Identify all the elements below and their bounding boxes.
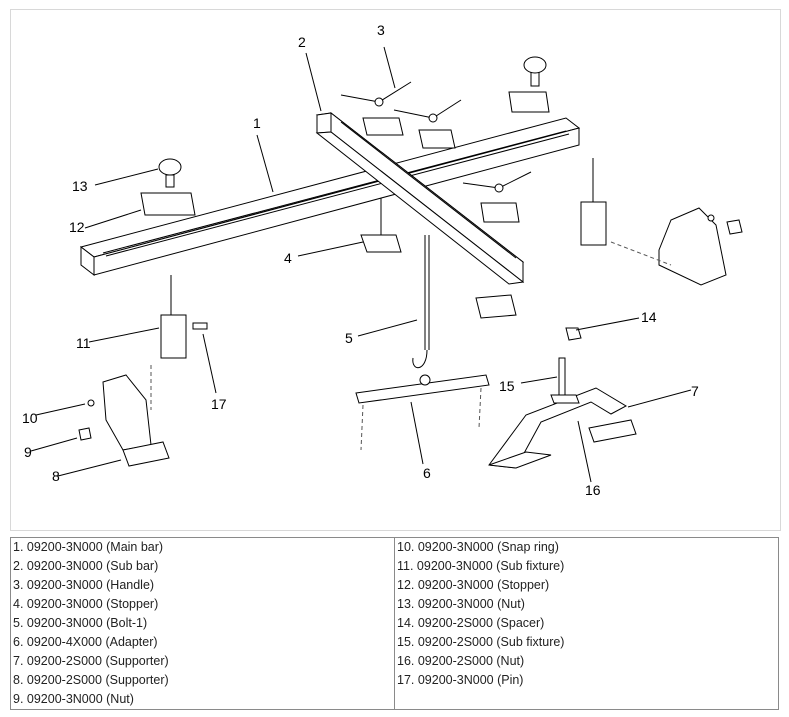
- part-item: 8. 09200-2S000 (Supporter): [13, 673, 169, 687]
- part-item: 17. 09200-3N000 (Pin): [397, 673, 524, 687]
- exploded-parts-diagram: 1 2 3 4 5 6 7 8 9 10 11 17 12 13 14 15 1…: [10, 9, 781, 531]
- part-item: 4. 09200-3N000 (Stopper): [13, 597, 159, 611]
- part-item: 2. 09200-3N000 (Sub bar): [13, 559, 159, 573]
- part-item: 1. 09200-3N000 (Main bar): [13, 540, 164, 554]
- part-item: 3. 09200-3N000 (Handle): [13, 578, 155, 592]
- part-item: 16. 09200-2S000 (Nut): [397, 654, 525, 668]
- part-item: 9. 09200-3N000 (Nut): [13, 692, 134, 706]
- parts-column-left: 1. 09200-3N000 (Main bar) 2. 09200-3N000…: [10, 537, 395, 710]
- part-item: 13. 09200-3N000 (Nut): [397, 597, 525, 611]
- callout-6: 6: [423, 465, 431, 481]
- adapter-beam: [355, 374, 490, 451]
- handle-parts: [340, 81, 532, 223]
- callout-15: 15: [499, 378, 515, 394]
- callout-3: 3: [377, 22, 385, 38]
- part-item: 7. 09200-2S000 (Supporter): [13, 654, 169, 668]
- callout-numbers: 1 2 3 4 5 6 7 8 9 10 11 17 12 13 14 15 1…: [22, 22, 699, 498]
- part-item: 6. 09200-4X000 (Adapter): [13, 635, 158, 649]
- callout-12: 12: [69, 219, 85, 235]
- leader-lines: [30, 46, 692, 483]
- bolt-hook: [412, 235, 430, 368]
- stopper-4: [360, 198, 402, 253]
- part-item: 14. 09200-2S000 (Spacer): [397, 616, 545, 630]
- supporter-right: [488, 327, 637, 469]
- callout-5: 5: [345, 330, 353, 346]
- callout-11: 11: [76, 335, 91, 351]
- sub-bar: [315, 111, 525, 285]
- callout-2: 2: [298, 34, 306, 50]
- callout-1: 1: [253, 115, 261, 131]
- callout-8: 8: [52, 468, 60, 484]
- callout-13: 13: [72, 178, 88, 194]
- spacer-part: [475, 294, 517, 319]
- diagram-drawing: 1 2 3 4 5 6 7 8 9 10 11 17 12 13 14 15 1…: [22, 22, 743, 498]
- stopper-nut-left: [140, 158, 196, 216]
- callout-9: 9: [24, 444, 32, 460]
- part-item: 10. 09200-3N000 (Snap ring): [397, 540, 559, 554]
- callout-7: 7: [691, 383, 699, 399]
- parts-column-right: 10. 09200-3N000 (Snap ring) 11. 09200-3N…: [394, 537, 779, 710]
- callout-16: 16: [585, 482, 601, 498]
- pin-17: [192, 322, 208, 330]
- callout-17: 17: [211, 396, 227, 412]
- supporter-left: [78, 374, 170, 467]
- callout-10: 10: [22, 410, 38, 426]
- callout-4: 4: [284, 250, 292, 266]
- part-item: 12. 09200-3N000 (Stopper): [397, 578, 550, 592]
- fixture-right-end: [580, 158, 743, 286]
- main-bar: [79, 117, 581, 277]
- part-item: 5. 09200-3N000 (Bolt-1): [13, 616, 148, 630]
- knob-stopper-right: [508, 56, 550, 113]
- sub-fixture-11: [150, 275, 187, 410]
- callout-14: 14: [641, 309, 657, 325]
- part-item: 15. 09200-2S000 (Sub fixture): [397, 635, 565, 649]
- parts-list-table: 1. 09200-3N000 (Main bar) 2. 09200-3N000…: [10, 537, 779, 710]
- part-item: 11. 09200-3N000 (Sub fixture): [397, 559, 565, 573]
